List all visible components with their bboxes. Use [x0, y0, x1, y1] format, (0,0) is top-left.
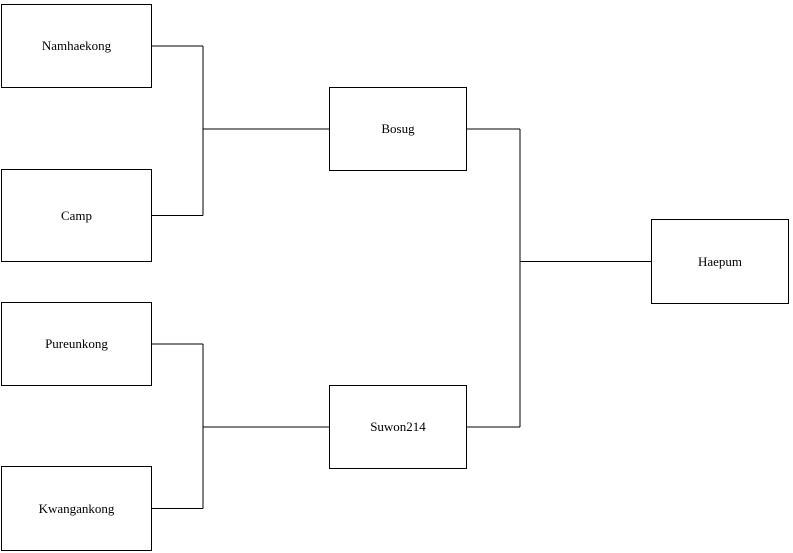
node-label: Suwon214 [370, 419, 426, 434]
node-label: Namhaekong [41, 38, 112, 53]
node-suwon214: Suwon214 [329, 385, 467, 469]
node-label: Kwangankong [38, 500, 115, 516]
node-label: Bosug [381, 121, 415, 136]
node-label: Haepum [697, 253, 743, 269]
node-camp: Camp [1, 169, 152, 262]
node-namhaekong: Namhaekong [1, 4, 152, 88]
node-bosug: Bosug [329, 87, 467, 171]
node-pureunkong: Pureunkong [1, 302, 152, 386]
node-kwangankong: Kwangankong [1, 466, 152, 551]
node-label: Camp [60, 207, 93, 223]
node-label: Pureunkong [45, 336, 108, 351]
node-haepum: Haepum [651, 219, 789, 304]
